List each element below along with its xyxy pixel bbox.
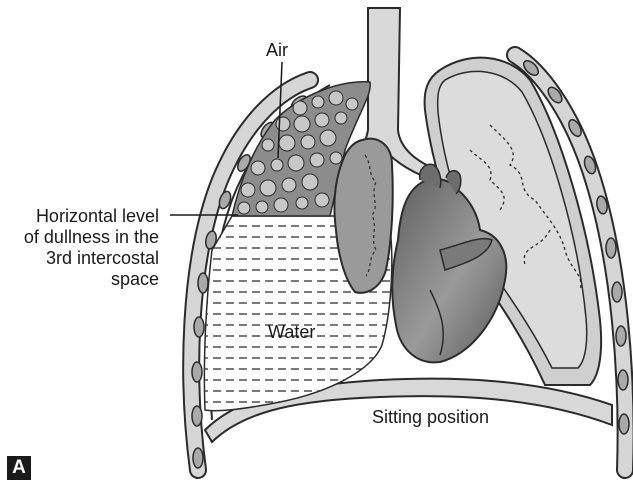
dullness-level-label: Horizontal level of dullness in the 3rd …	[24, 206, 159, 290]
dullness-label-line-2: of dullness in the	[24, 227, 159, 248]
dullness-label-line-1: Horizontal level	[24, 206, 159, 227]
collapsed-lung	[334, 139, 392, 293]
water-label: Water	[268, 322, 315, 343]
dullness-label-line-4: space	[24, 269, 159, 290]
position-label: Sitting position	[372, 407, 489, 428]
air-label: Air	[266, 40, 288, 61]
dullness-label-line-3: 3rd intercostal	[24, 248, 159, 269]
panel-letter: A	[7, 456, 31, 480]
